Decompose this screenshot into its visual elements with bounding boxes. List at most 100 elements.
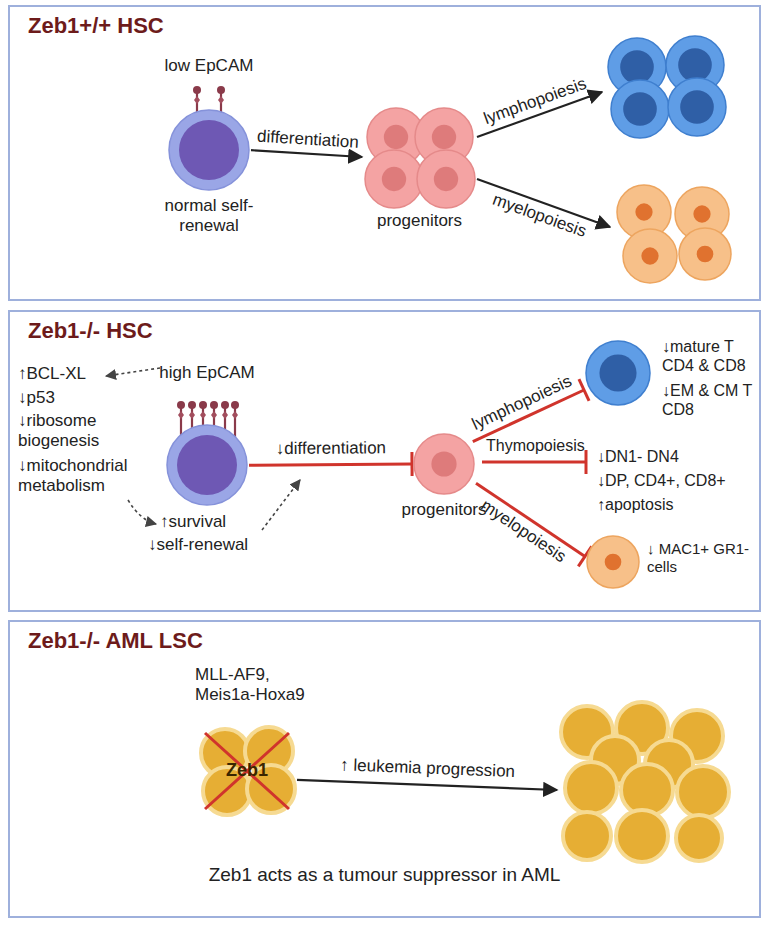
effect-label: ↓ribosome biogenesis	[18, 411, 118, 452]
stem-cell	[167, 425, 247, 505]
cell	[623, 229, 677, 283]
cell	[565, 762, 617, 814]
receptor-head	[199, 401, 207, 409]
nucleus	[382, 167, 406, 191]
receptor-domain	[211, 411, 217, 419]
cell-drawing	[557, 702, 732, 862]
stem-cell-nucleus	[177, 435, 237, 495]
nucleus	[678, 48, 712, 82]
cell-drawing	[584, 339, 652, 407]
cell-label: ↓ MAC1+ GR1- cells	[647, 540, 759, 576]
cell-drawing	[585, 534, 641, 590]
dotted-arrow	[262, 480, 300, 530]
cell	[611, 80, 669, 138]
effect-label: ↑BCL-XL	[18, 364, 128, 384]
nucleus	[623, 92, 657, 126]
cell-label: Zeb1	[207, 760, 287, 782]
cell-group: low EpCAMnormal self-renewal	[167, 82, 251, 192]
panel-title: Zeb1-/- AML LSC	[28, 628, 203, 654]
cell	[414, 434, 474, 494]
nucleus	[431, 451, 456, 476]
nucleus	[697, 246, 714, 263]
cell-label: ↓mature T CD4 & CD8	[662, 337, 758, 375]
cell-drawing	[165, 397, 249, 507]
dotted-arrow	[106, 368, 160, 376]
edge-label: lymphopoiesis	[470, 372, 576, 434]
edge-label: myelopoiesis	[477, 496, 569, 566]
cell-group	[610, 182, 735, 282]
cell	[679, 228, 731, 280]
flow-arrow	[297, 780, 557, 790]
nucleus	[680, 90, 714, 124]
nucleus	[620, 50, 654, 84]
receptor-domain	[232, 411, 238, 419]
effect-label: ↓self-renewal	[148, 535, 278, 555]
nucleus	[641, 247, 658, 264]
cell	[563, 812, 611, 860]
receptor-head	[177, 401, 185, 409]
cell	[616, 810, 668, 862]
nucleus	[599, 354, 636, 391]
inhibition-line	[482, 461, 586, 464]
cell-drawing	[412, 432, 476, 496]
nucleus	[635, 203, 652, 220]
cell-label: MLL-AF9, Meis1a-Hoxa9	[195, 665, 330, 706]
receptor-head	[210, 401, 218, 409]
receptor-domain	[189, 411, 195, 419]
cell-group: MLL-AF9, Meis1a-Hoxa9Zeb1	[197, 727, 297, 815]
effect-label: ↓DN1- DN4	[597, 447, 747, 466]
inhibition-bar	[410, 452, 413, 476]
cell	[586, 341, 650, 405]
stem-cell	[169, 110, 249, 190]
receptor-head	[217, 86, 225, 94]
cell-label: ↓EM & CM T CD8	[662, 381, 758, 419]
effect-label: Thymopoiesis	[486, 436, 596, 455]
edge-label: myelopoiesis	[489, 191, 588, 242]
nucleus	[605, 554, 622, 571]
cell-group	[602, 37, 732, 137]
cell-group: progenitors	[412, 432, 476, 496]
edge-label: differentiation	[256, 127, 359, 152]
dotted-leaders	[106, 368, 300, 530]
effect-label: ↓mitochondrial metabolism	[18, 456, 148, 497]
stem-cell-nucleus	[179, 120, 239, 180]
receptor-head	[221, 401, 229, 409]
panel-title: Zeb1+/+ HSC	[28, 13, 164, 39]
cell-drawing	[167, 82, 251, 192]
cell	[676, 815, 722, 861]
cell-group: ↓ MAC1+ GR1- cells	[585, 534, 641, 590]
receptor-head	[231, 401, 239, 409]
receptor-domain	[222, 411, 228, 419]
cell-drawing	[362, 107, 477, 207]
inhibition-bar	[585, 450, 588, 474]
edge-label: lymphopoiesis	[481, 74, 589, 128]
receptor-domain	[194, 96, 200, 104]
effect-label: ↓DP, CD4+, CD8+	[597, 471, 757, 490]
cell	[668, 78, 726, 136]
effect-label: ↑apoptosis	[597, 495, 747, 514]
panel: Zeb1+/+ HSClow EpCAMnormal self-renewalp…	[8, 5, 761, 301]
receptor-domain	[178, 411, 184, 419]
nucleus	[434, 167, 458, 191]
cell	[621, 764, 673, 816]
cell-group: progenitors	[362, 107, 477, 207]
dotted-arrow	[128, 500, 156, 524]
deletion-cross	[205, 733, 289, 809]
nucleus	[384, 125, 408, 149]
cell-group: high EpCAM	[165, 397, 249, 507]
cell-group: ↓mature T CD4 & CD8↓EM & CM T CD8	[584, 339, 652, 407]
epcam-receptor	[224, 407, 226, 431]
effect-label: ↓p53	[18, 388, 128, 408]
cell-label: normal self-renewal	[154, 196, 264, 237]
cell-label: progenitors	[352, 211, 487, 231]
receptor-domain	[218, 96, 224, 104]
cell	[417, 150, 475, 208]
cell-label: low EpCAM	[147, 56, 271, 76]
receptor-head	[193, 86, 201, 94]
receptor-head	[188, 401, 196, 409]
nucleus	[432, 125, 456, 149]
inhibition-arrow	[249, 464, 412, 465]
cell	[365, 150, 423, 208]
panel-title: Zeb1-/- HSC	[28, 318, 153, 344]
